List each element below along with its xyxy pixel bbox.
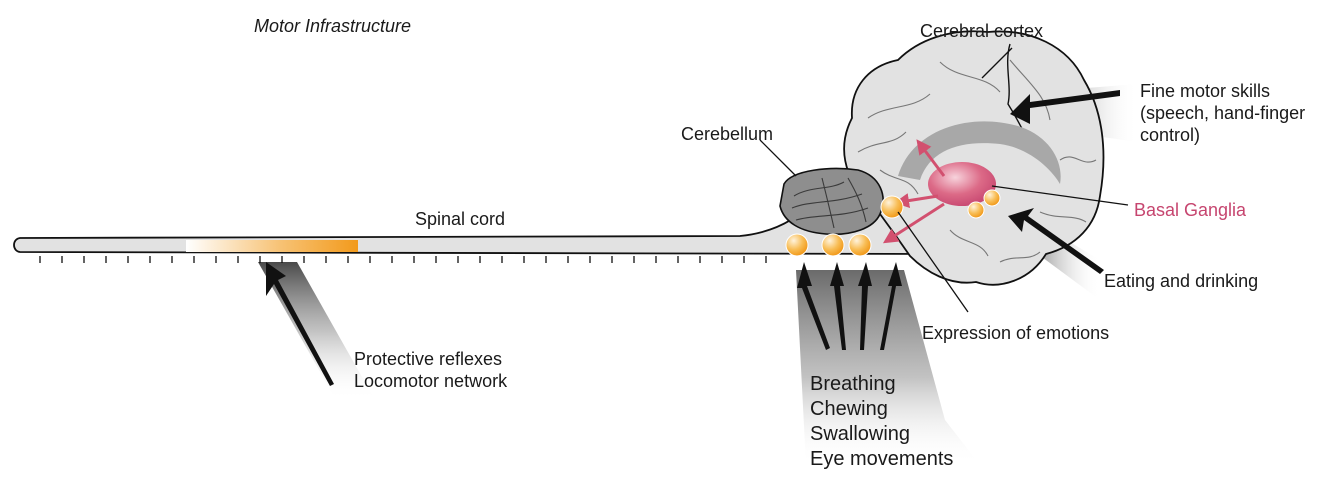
fine-motor-line: control): [1140, 124, 1305, 146]
spinal-function-line: Locomotor network: [354, 370, 507, 392]
label-brainstem-functions: Breathing Chewing Swallowing Eye movemen…: [810, 372, 953, 472]
nucleus: [849, 234, 871, 256]
label-eating-and-drinking: Eating and drinking: [1104, 270, 1258, 292]
spinal-function-line: Protective reflexes: [354, 348, 507, 370]
diagram-title: Motor Infrastructure: [254, 15, 411, 37]
nucleus: [822, 234, 844, 256]
label-cerebellum: Cerebellum: [681, 123, 773, 145]
fine-motor-line: (speech, hand-finger: [1140, 102, 1305, 124]
nucleus: [786, 234, 808, 256]
fine-motor-line: Fine motor skills: [1140, 80, 1305, 102]
label-cerebral-cortex: Cerebral cortex: [920, 20, 1043, 42]
brainstem-function-line: Swallowing: [810, 422, 953, 447]
brainstem-function-line: Chewing: [810, 397, 953, 422]
label-basal-ganglia: Basal Ganglia: [1134, 199, 1246, 221]
label-spinal-functions: Protective reflexes Locomotor network: [354, 348, 507, 392]
cerebellum: [780, 169, 883, 235]
spinal-segment-highlight: [186, 240, 358, 252]
brainstem-function-line: Breathing: [810, 372, 953, 397]
nucleus: [968, 202, 984, 218]
spinal-nerve-ticks: [40, 256, 766, 263]
label-fine-motor-skills: Fine motor skills (speech, hand-finger c…: [1140, 80, 1305, 146]
label-expression-of-emotions: Expression of emotions: [922, 322, 1109, 344]
cerebellum-leader-line: [760, 140, 796, 176]
nucleus: [984, 190, 1000, 206]
label-spinal-cord: Spinal cord: [415, 208, 505, 230]
brainstem-function-line: Eye movements: [810, 447, 953, 472]
